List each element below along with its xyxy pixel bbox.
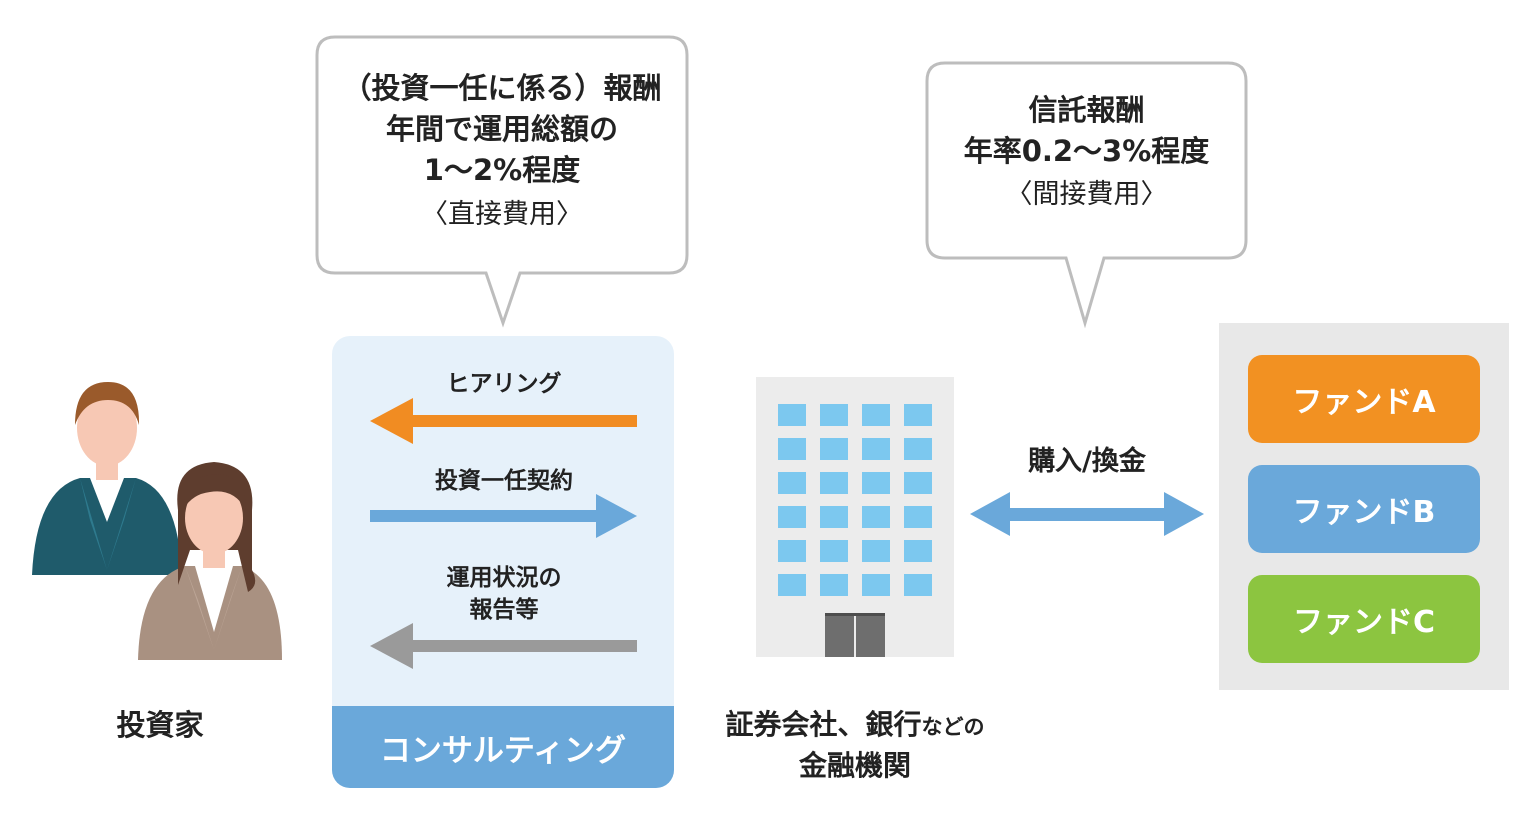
fund-a: ファンドA [1248, 355, 1480, 443]
institution-label: 証券会社、銀行などの 金融機関 [690, 705, 1020, 786]
bubble-right-sub: 〈間接費用〉 [1005, 179, 1168, 211]
bubble-right-text: 信託報酬 年率0.2〜3%程度 〈間接費用〉 [927, 90, 1246, 215]
arrow-hearing-left [370, 398, 637, 444]
arrow-contract-right [370, 494, 637, 538]
institution-line1-small: などの [921, 715, 985, 739]
institution-line1-main: 証券会社、銀行 [725, 708, 922, 741]
fund-c: ファンドC [1248, 575, 1480, 663]
arrow-report-left [370, 623, 637, 669]
fund-b: ファンドB [1248, 465, 1480, 553]
arrow-report-label: 運用状況の 報告等 [370, 562, 638, 626]
arrow-report-label-line2: 報告等 [469, 597, 539, 624]
bubble-right-line2: 年率0.2〜3%程度 [963, 134, 1210, 169]
bubble-left-line2: 年間で運用総額の [385, 112, 618, 147]
bubble-left-text: （投資一任に係る）報酬 年間で運用総額の 1〜2%程度 〈直接費用〉 [317, 68, 687, 234]
fund-c-label: ファンドC [1292, 605, 1436, 640]
bubble-left-line1: （投資一任に係る）報酬 [342, 71, 662, 105]
arrow-hearing-label: ヒアリング [446, 371, 562, 397]
bubble-left-sub: 〈直接費用〉 [421, 198, 583, 230]
arrow-report-label-line1: 運用状況の [446, 565, 562, 591]
exchange-label: 購入/換金 [1028, 446, 1146, 477]
bubble-right-shape [925, 61, 1248, 329]
arrow-contract-label: 投資一任契約 [435, 468, 573, 494]
bubble-right-line1: 信託報酬 [1028, 93, 1145, 127]
fund-b-label: ファンドB [1292, 495, 1436, 530]
investor-label: 投資家 [116, 708, 204, 742]
consulting-footer-label: コンサルティング [379, 732, 627, 769]
investors-icon [32, 382, 282, 660]
building-icon [756, 377, 954, 657]
bubble-left-shape [315, 35, 689, 328]
institution-line2: 金融機関 [798, 748, 911, 782]
fund-a-label: ファンドA [1292, 385, 1436, 420]
consulting-footer: コンサルティング [332, 706, 674, 788]
institution-line1: 証券会社、銀行などの [690, 705, 1020, 746]
bubble-left-line3: 1〜2%程度 [423, 153, 581, 188]
